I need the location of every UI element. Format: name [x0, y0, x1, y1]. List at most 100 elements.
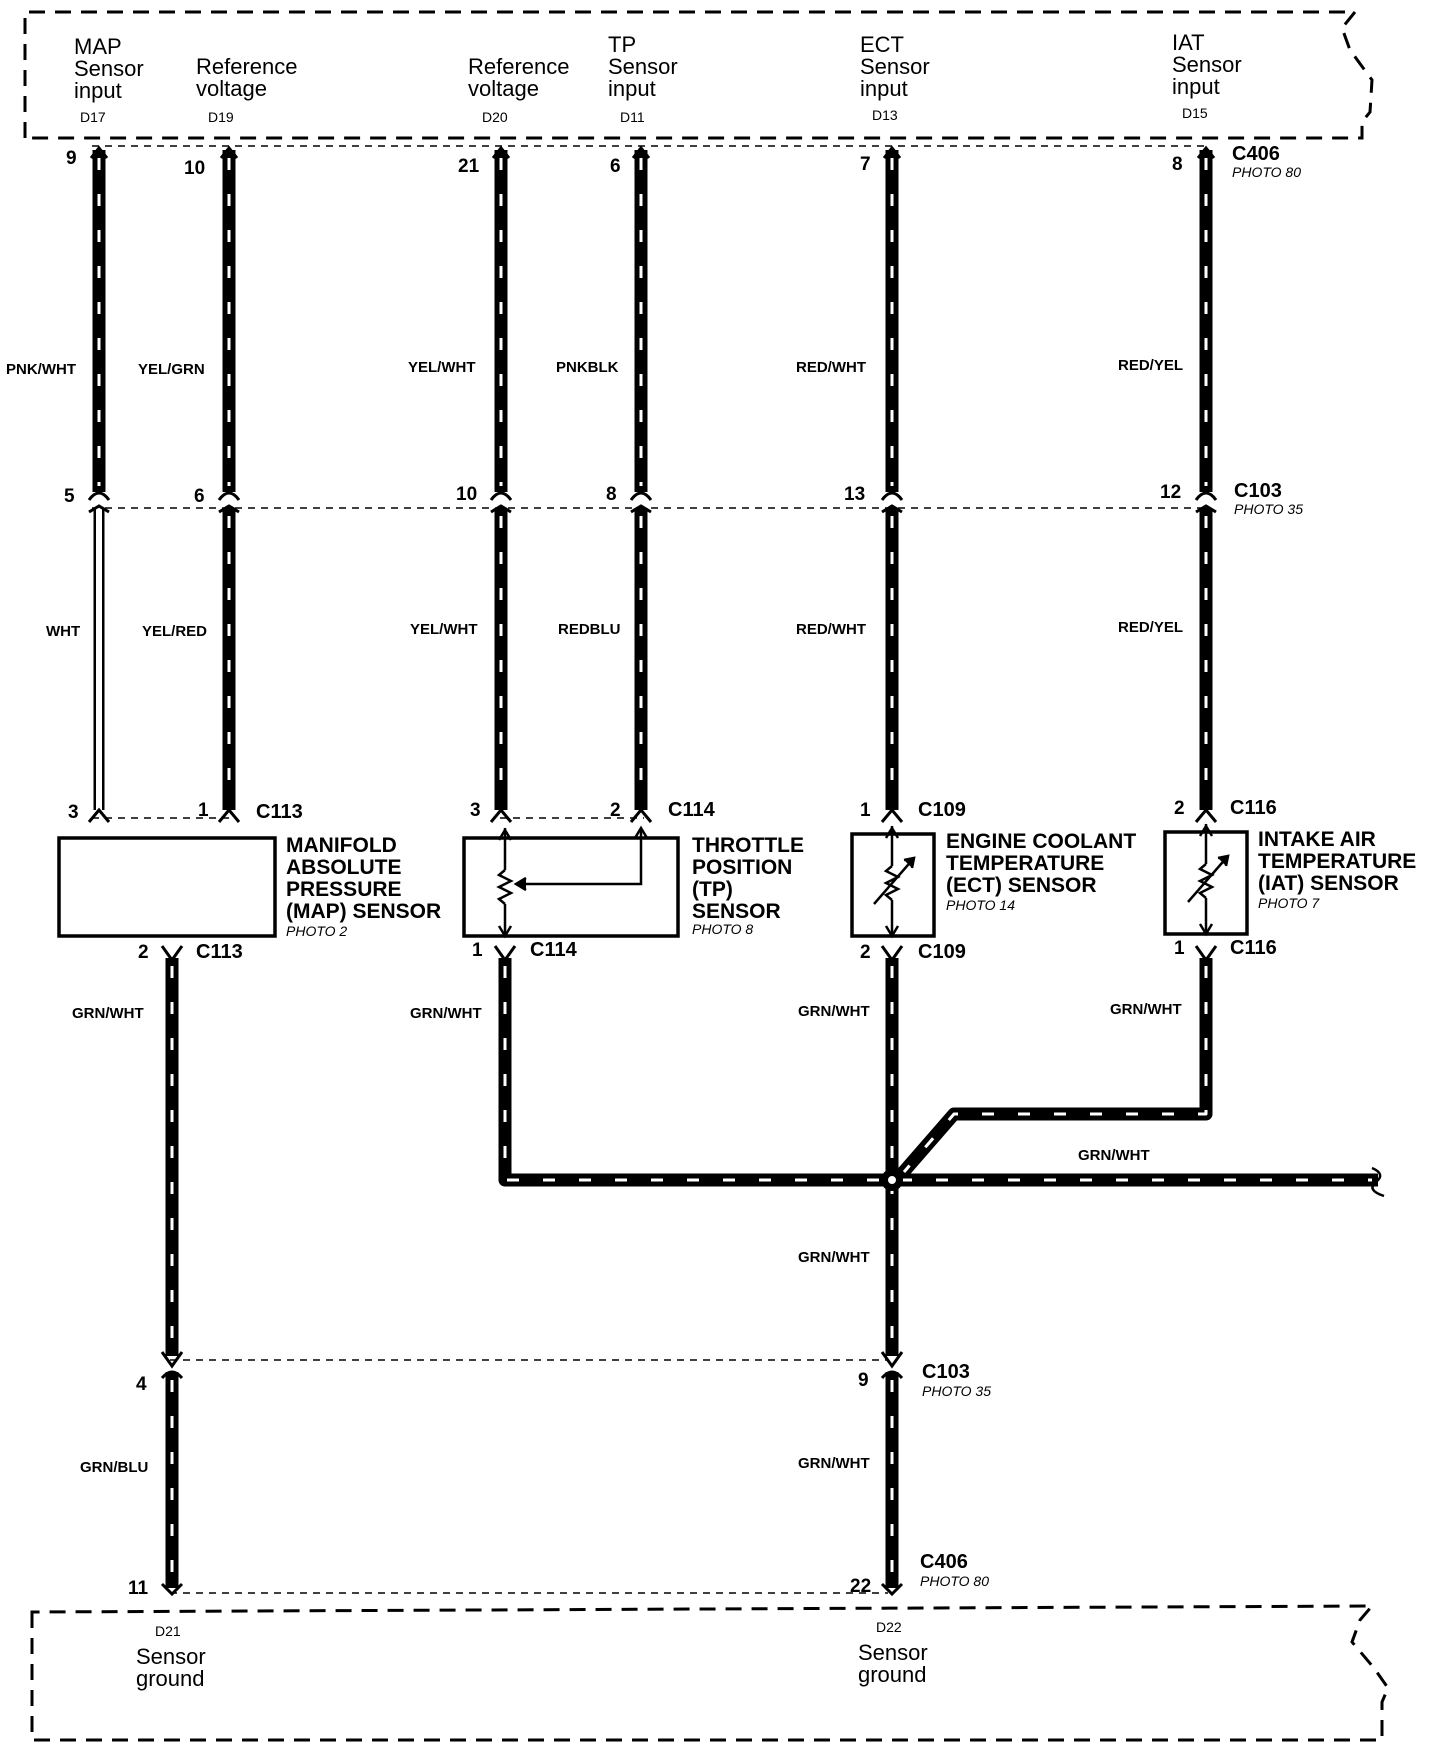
top-terminal-ref-voltage-2: Reference voltage D20: [468, 54, 570, 125]
svg-text:POSITION: POSITION: [692, 856, 792, 879]
top-terminal-tp: TP Sensor input D11: [608, 32, 678, 125]
svg-text:RED/YEL: RED/YEL: [1118, 357, 1183, 374]
pins-c103-mid: 5 6 10 8 13 12: [64, 482, 1181, 507]
svg-text:D19: D19: [208, 109, 234, 125]
svg-text:YEL/GRN: YEL/GRN: [138, 361, 205, 378]
svg-text:YEL/WHT: YEL/WHT: [408, 359, 476, 376]
svg-text:Reference: Reference: [196, 54, 298, 79]
svg-text:PHOTO 8: PHOTO 8: [692, 921, 753, 937]
svg-text:C103: C103: [1234, 480, 1282, 502]
svg-text:22: 22: [850, 1576, 871, 1597]
svg-text:SENSOR: SENSOR: [692, 900, 781, 923]
top-terminal-iat: IAT Sensor input D15: [1172, 30, 1242, 121]
connector-c114-top: C114: [668, 799, 716, 821]
svg-text:21: 21: [458, 156, 480, 177]
thermistor-icon: [1187, 823, 1230, 937]
svg-text:10: 10: [184, 158, 205, 179]
wire-labels-middle: WHT YEL/RED YEL/WHT REDBLU RED/WHT RED/Y…: [46, 619, 1183, 640]
map-sensor-box[interactable]: [57, 836, 277, 938]
svg-text:MAP: MAP: [74, 34, 122, 59]
svg-text:Sensor: Sensor: [858, 1640, 928, 1665]
svg-text:10: 10: [456, 484, 477, 505]
svg-text:RED/YEL: RED/YEL: [1118, 619, 1183, 636]
svg-text:C406: C406: [920, 1551, 968, 1573]
svg-text:6: 6: [194, 486, 205, 507]
svg-text:ENGINE COOLANT: ENGINE COOLANT: [946, 830, 1136, 853]
svg-text:WHT: WHT: [46, 623, 80, 640]
svg-text:(ECT) SENSOR: (ECT) SENSOR: [946, 874, 1097, 897]
tp-sensor-label: THROTTLE POSITION (TP) SENSOR PHOTO 8: [692, 834, 804, 937]
svg-text:MANIFOLD: MANIFOLD: [286, 834, 397, 857]
top-terminal-ref-voltage-1: Reference voltage D19: [196, 54, 298, 125]
svg-text:Sensor: Sensor: [74, 56, 144, 81]
svg-text:1: 1: [198, 800, 209, 821]
svg-text:GRN/WHT: GRN/WHT: [1110, 1001, 1182, 1018]
svg-text:REDBLU: REDBLU: [558, 621, 621, 638]
svg-text:Reference: Reference: [468, 54, 570, 79]
svg-text:YEL/WHT: YEL/WHT: [410, 621, 478, 638]
svg-text:INTAKE AIR: INTAKE AIR: [1258, 828, 1376, 851]
svg-text:8: 8: [1172, 154, 1183, 175]
svg-text:C406: C406: [1232, 143, 1280, 165]
svg-text:(MAP) SENSOR: (MAP) SENSOR: [286, 900, 441, 923]
svg-text:PRESSURE: PRESSURE: [286, 878, 402, 901]
svg-text:2: 2: [860, 942, 871, 963]
svg-text:input: input: [860, 76, 908, 101]
svg-text:7: 7: [860, 154, 871, 175]
svg-text:3: 3: [68, 802, 79, 823]
svg-text:PHOTO 80: PHOTO 80: [1232, 164, 1301, 180]
connector-c406-top: C406 PHOTO 80: [1232, 143, 1301, 180]
svg-text:PHOTO 80: PHOTO 80: [920, 1573, 989, 1589]
svg-text:voltage: voltage: [468, 76, 539, 101]
connector-c109-bottom: C109: [918, 941, 966, 963]
svg-text:PHOTO 14: PHOTO 14: [946, 897, 1015, 913]
svg-text:GRN/WHT: GRN/WHT: [798, 1249, 870, 1266]
svg-text:TEMPERATURE: TEMPERATURE: [1258, 850, 1416, 873]
iat-sensor-label: INTAKE AIR TEMPERATURE (IAT) SENSOR PHOT…: [1258, 828, 1416, 911]
svg-text:PNK/WHT: PNK/WHT: [6, 361, 76, 378]
ground-continuation-mark: [1371, 1166, 1385, 1198]
pins-c406-top: 9 10 21 6 7 8: [66, 148, 1183, 179]
wire-labels-ground: GRN/WHT GRN/WHT GRN/WHT GRN/WHT GRN/WHT …: [72, 1001, 1182, 1476]
svg-text:D20: D20: [482, 109, 508, 125]
svg-text:TP: TP: [608, 32, 636, 57]
svg-text:RED/WHT: RED/WHT: [796, 621, 866, 638]
svg-text:GRN/WHT: GRN/WHT: [798, 1003, 870, 1020]
svg-text:4: 4: [136, 1374, 147, 1395]
svg-text:1: 1: [1174, 938, 1185, 959]
wires: [92, 150, 1378, 1588]
svg-text:IAT: IAT: [1172, 30, 1205, 55]
svg-text:input: input: [608, 76, 656, 101]
top-terminal-map: MAP Sensor input D17: [74, 34, 144, 125]
svg-text:PHOTO 35: PHOTO 35: [922, 1383, 991, 1399]
svg-text:2: 2: [138, 942, 149, 963]
svg-text:12: 12: [1160, 482, 1181, 503]
pins-c406-bottom: 11 22: [128, 1576, 871, 1599]
svg-text:GRN/WHT: GRN/WHT: [410, 1005, 482, 1022]
connector-c116-top: C116: [1230, 797, 1277, 819]
svg-text:Sensor: Sensor: [1172, 52, 1242, 77]
connector-c103-mid: C103 PHOTO 35: [1234, 480, 1303, 517]
pins-c103-low: 4 9: [136, 1370, 869, 1395]
pins-sensor-top: 3 1 3 2 1 2: [68, 798, 1185, 823]
connector-markers: [87, 145, 1218, 1597]
svg-text:11: 11: [128, 1578, 149, 1599]
svg-text:3: 3: [470, 800, 481, 821]
svg-text:PHOTO 2: PHOTO 2: [286, 923, 347, 939]
svg-text:PHOTO 7: PHOTO 7: [1258, 895, 1320, 911]
connector-c114-bottom: C114: [530, 939, 578, 961]
svg-text:1: 1: [860, 800, 871, 821]
connector-c113-bottom: C113: [196, 941, 243, 963]
top-module-outline: [23, 10, 1374, 140]
bottom-module-outline: [30, 1604, 1390, 1742]
tp-sensor-box[interactable]: [462, 836, 680, 938]
connector-c113-top: C113: [256, 801, 303, 823]
ect-sensor-label: ENGINE COOLANT TEMPERATURE (ECT) SENSOR …: [946, 830, 1136, 913]
svg-text:D17: D17: [80, 109, 106, 125]
svg-text:GRN/BLU: GRN/BLU: [80, 1459, 148, 1476]
top-terminal-ect: ECT Sensor input D13: [860, 32, 930, 123]
svg-text:D13: D13: [872, 107, 898, 123]
svg-text:PHOTO 35: PHOTO 35: [1234, 501, 1303, 517]
svg-text:D15: D15: [1182, 105, 1208, 121]
